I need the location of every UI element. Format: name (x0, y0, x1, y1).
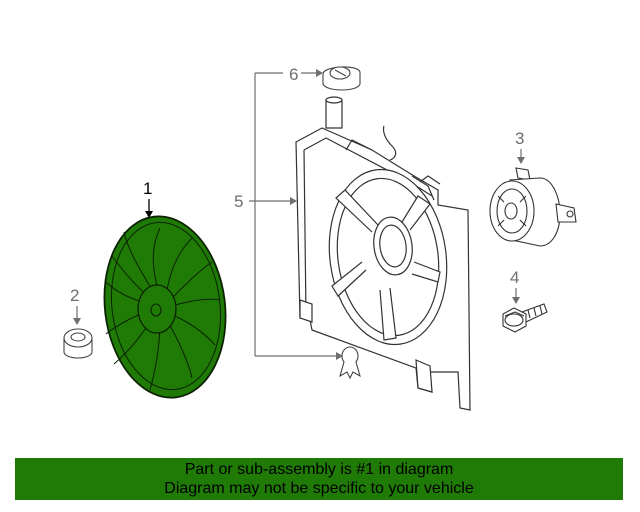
bolt-part-4[interactable]: 4 (502, 268, 548, 333)
callout-5-arrowhead (290, 197, 297, 205)
callout-1-label: 1 (143, 179, 152, 198)
callout-6-arrowhead (316, 69, 323, 77)
fan-rim (110, 221, 222, 391)
reservoir-cap-part-6[interactable]: 6 (289, 65, 361, 91)
callout-1-arrowhead (145, 211, 153, 218)
cooling-fan-part-1[interactable]: 1 (94, 179, 235, 405)
banner-line-1: Part or sub-assembly is #1 in diagram (184, 461, 454, 478)
fan-motor-icon (489, 167, 577, 247)
callout-3-label: 3 (515, 129, 524, 148)
grommet-icon (339, 346, 361, 380)
banner-line-2: Diagram may not be specific to your vehi… (164, 480, 474, 497)
fan-hub (137, 284, 177, 334)
fan-hub-center (150, 303, 162, 317)
info-banner: Part or sub-assembly is #1 in diagram Di… (15, 458, 623, 500)
callout-2-label: 2 (70, 286, 79, 305)
clip-icon (63, 328, 93, 359)
callout-5-bracket (249, 72, 338, 357)
callout-4-arrowhead (512, 297, 520, 304)
callout-3-arrowhead (517, 157, 525, 164)
bolt-icon (502, 303, 548, 333)
shroud-drawing (295, 96, 471, 411)
fan-shroud-part-5[interactable]: 5 (234, 72, 471, 411)
clip-part-2[interactable]: 2 (63, 286, 93, 359)
callout-5-arrowhead-bottom (336, 352, 343, 360)
fan-motor-part-3[interactable]: 3 (489, 129, 577, 247)
parts-diagram: 1 2 (63, 65, 577, 411)
callout-5-label: 5 (234, 192, 243, 211)
callout-2-arrowhead (73, 318, 81, 325)
reservoir-cap-icon (322, 66, 361, 91)
callout-6-label: 6 (289, 65, 298, 84)
callout-4-label: 4 (510, 268, 519, 287)
